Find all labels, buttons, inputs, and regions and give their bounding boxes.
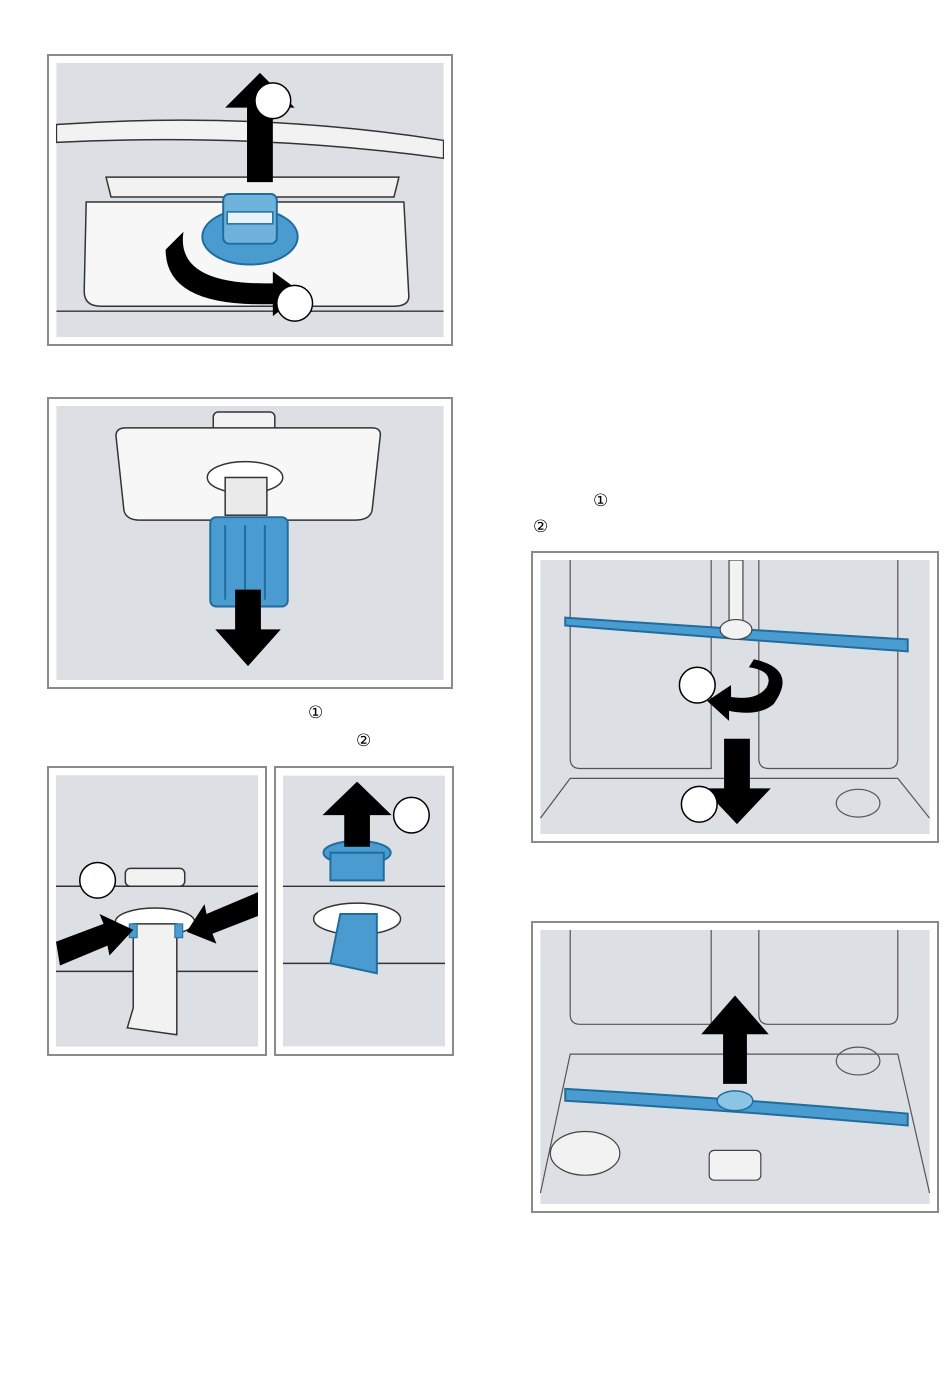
- figure-spray-arm-unscrew: [531, 551, 939, 843]
- fine-filter-lift-illustration: [283, 775, 445, 1047]
- left-step-2-marker: ②: [356, 731, 371, 751]
- figure-spray-arm-lift: [531, 921, 939, 1213]
- callout-circle-icon: [80, 862, 116, 898]
- left-step-1-marker: ①: [308, 703, 323, 723]
- spray-arm-unscrew-illustration: [540, 560, 930, 834]
- spray-arm-lift-illustration: [540, 930, 930, 1204]
- callout-circle-icon: [681, 786, 717, 822]
- filter-squeeze-illustration: [56, 775, 258, 1047]
- figure-filter-rotate-lift: [47, 54, 453, 346]
- filter-pull-down-illustration: [56, 406, 444, 680]
- callout-circle-icon: [394, 797, 430, 833]
- figure-filter-squeeze: [47, 766, 267, 1056]
- figure-fine-filter-lift: [274, 766, 454, 1056]
- figure-filter-pull-down: [47, 397, 453, 689]
- callout-circle-icon: [679, 667, 715, 703]
- right-step-1-marker: ①: [593, 491, 608, 511]
- callout-circle-icon: [255, 83, 291, 119]
- right-step-2-marker: ②: [533, 517, 548, 537]
- callout-circle-icon: [277, 285, 313, 321]
- filter-rotate-lift-illustration: [56, 63, 444, 337]
